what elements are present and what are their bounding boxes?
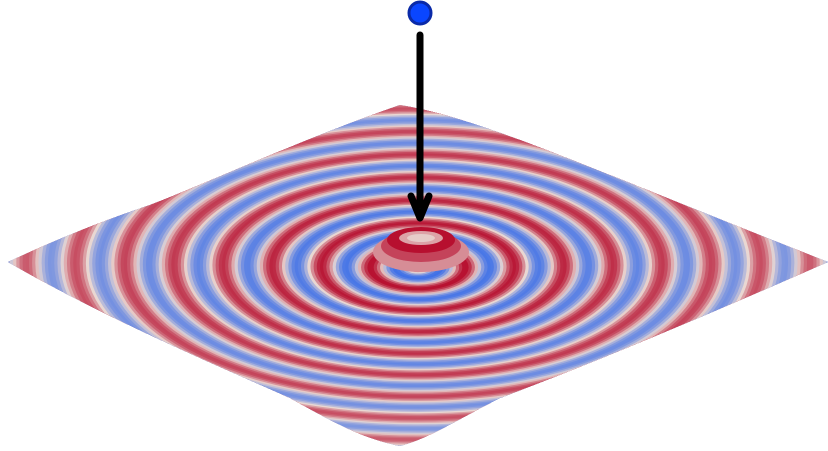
water-drop-icon bbox=[407, 0, 433, 26]
peak-layer bbox=[407, 234, 435, 242]
central-peak bbox=[373, 227, 469, 272]
arrow-head-icon bbox=[407, 192, 433, 222]
